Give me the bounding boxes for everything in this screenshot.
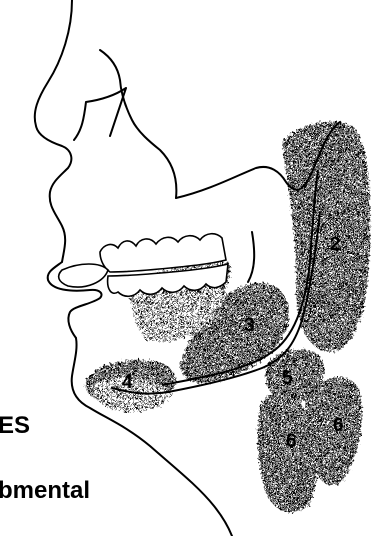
region-label-5: 5	[282, 368, 293, 389]
teeth	[59, 234, 228, 297]
region-label-6-lower: 6	[286, 431, 297, 452]
nose-line	[35, 0, 72, 262]
nasal-strip	[74, 88, 126, 140]
caption-fragment-2: bmental	[0, 479, 90, 503]
region-label-3: 3	[244, 315, 255, 336]
region-label-2: 2	[330, 234, 341, 255]
caption-fragment-1: ES	[0, 414, 30, 438]
jaw-inner-line	[248, 232, 254, 282]
region-2-shading	[282, 121, 370, 352]
region-label-4: 4	[122, 372, 133, 393]
nasal-bone-line	[100, 50, 176, 198]
region-label-6-upper: 6	[333, 415, 344, 436]
tongue-tip	[59, 264, 108, 287]
